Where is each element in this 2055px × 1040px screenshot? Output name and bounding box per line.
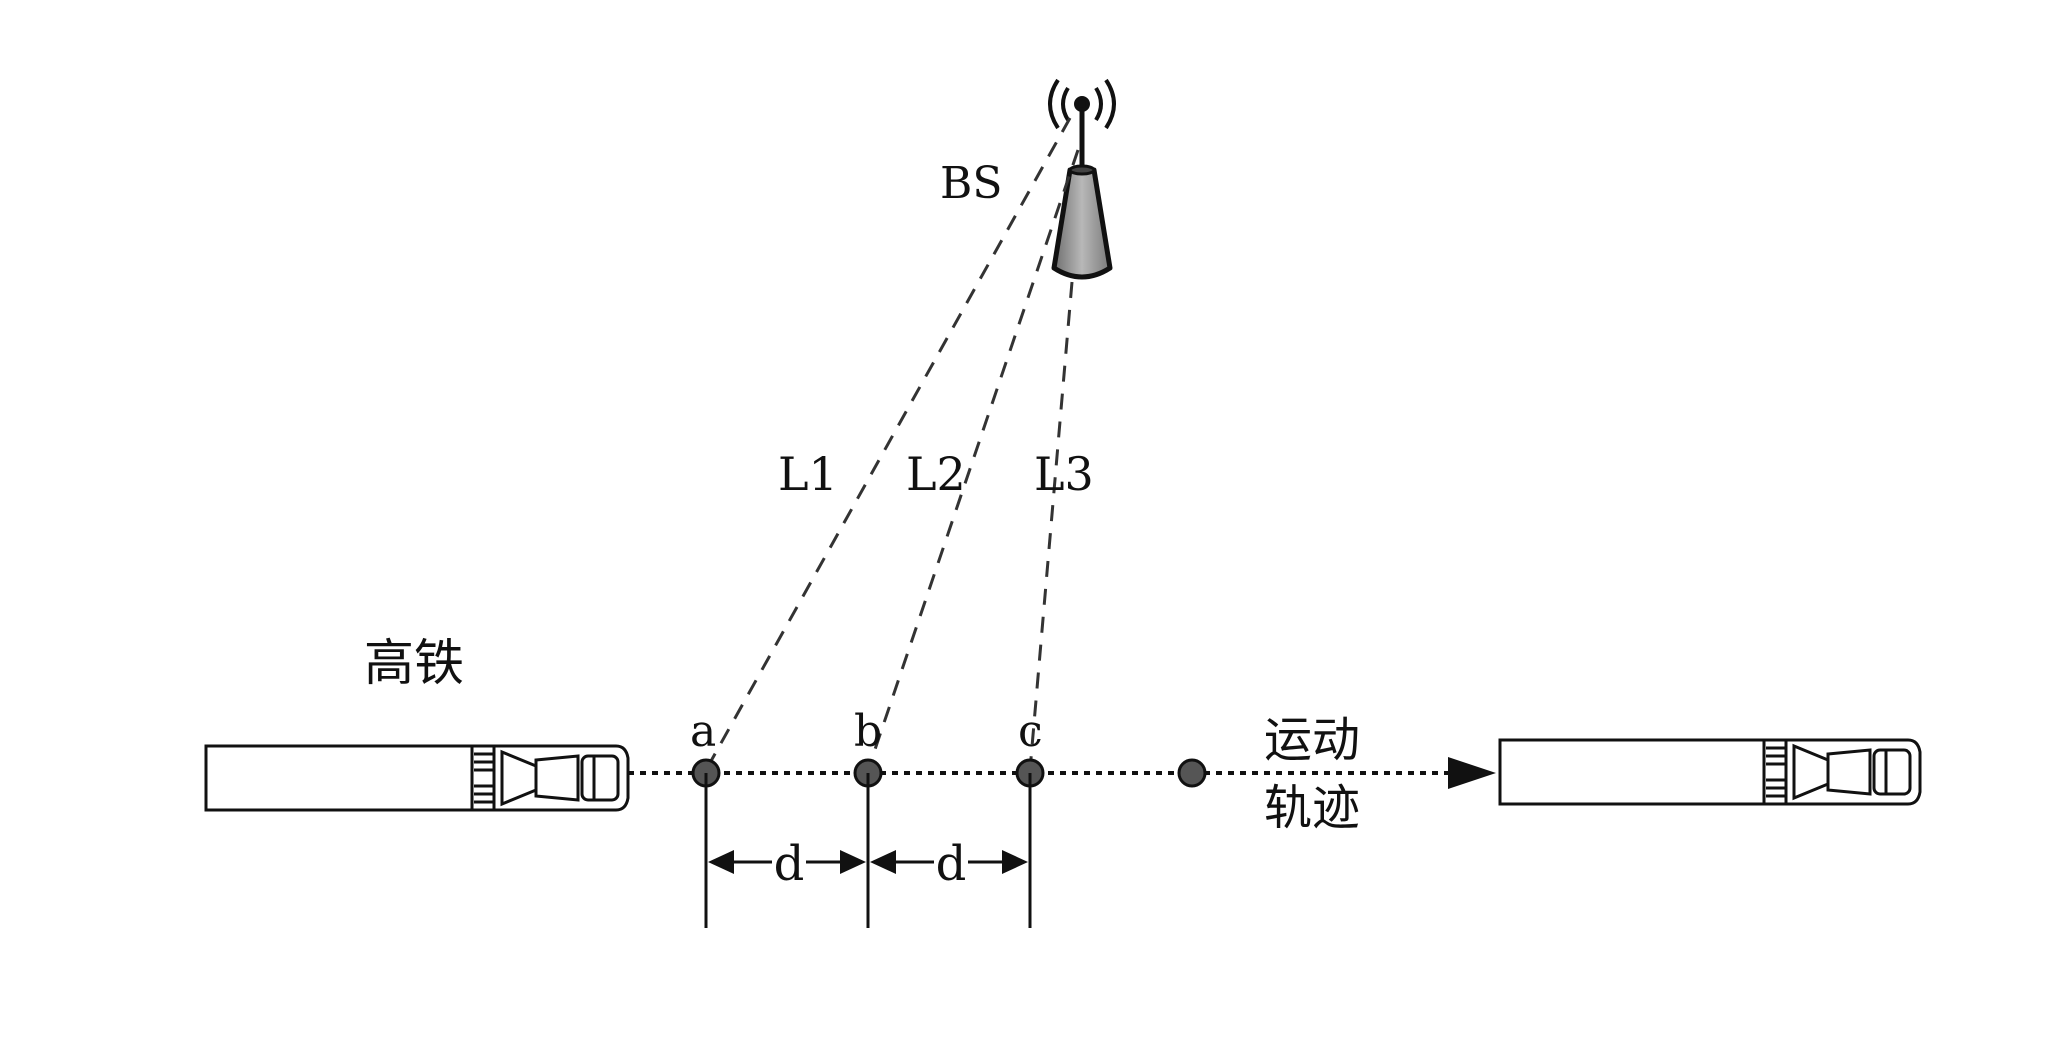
train-icon xyxy=(204,744,630,812)
train-icon xyxy=(1498,738,1922,806)
train-label: 高铁 xyxy=(364,634,464,692)
signal-path-l1 xyxy=(704,117,1072,771)
signal-path-l3 xyxy=(1028,281,1074,771)
signal-paths xyxy=(704,117,1080,771)
point-label-b: b xyxy=(854,706,882,757)
point-next xyxy=(1177,758,1207,788)
base-station: BS xyxy=(940,78,1116,280)
path-label-l3: L3 xyxy=(1034,447,1094,501)
spacing-arrowheads xyxy=(708,850,1028,874)
path-label-l1: L1 xyxy=(778,447,838,501)
trajectory-label-line1: 运动 xyxy=(1264,712,1360,768)
base-station-label: BS xyxy=(940,158,1002,209)
path-label-l2: L2 xyxy=(906,447,966,501)
trajectory-arrowhead xyxy=(1448,757,1496,789)
antenna-icon xyxy=(1048,78,1116,130)
tower-icon xyxy=(1051,164,1113,280)
point-label-a: a xyxy=(690,706,716,757)
spacing-markers xyxy=(704,773,1032,928)
spacing-label-1: d xyxy=(774,836,805,892)
trajectory-label-line2: 轨迹 xyxy=(1264,780,1360,836)
point-label-c: c xyxy=(1018,706,1043,757)
signal-path-l2 xyxy=(866,149,1080,771)
spacing-label-2: d xyxy=(936,836,967,892)
sample-points xyxy=(691,758,1207,788)
